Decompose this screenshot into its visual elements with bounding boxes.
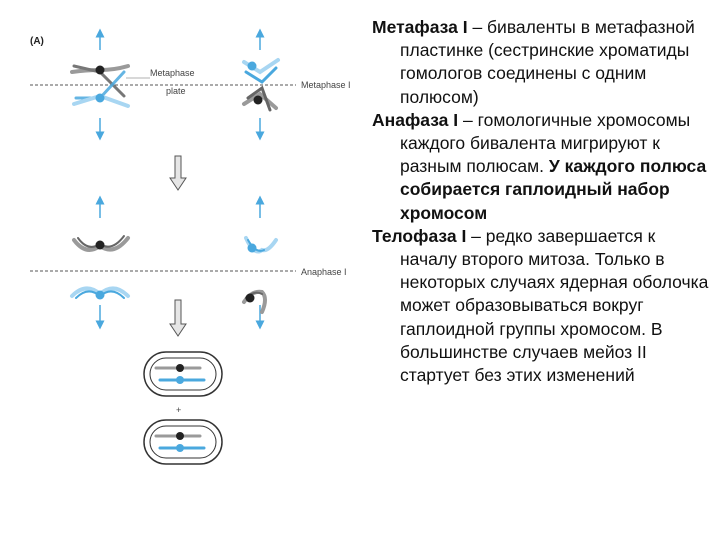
telophase-stage: + — [143, 351, 223, 465]
description-text: Метафаза I – биваленты в метафазной плас… — [372, 16, 714, 387]
anaphase-stage: Anaphase I — [30, 195, 347, 330]
metaphase-stage: Metaphase plate Metaphase I — [30, 28, 351, 141]
metaphase-plate-label-1: Metaphase — [150, 68, 195, 78]
bivalent-left — [70, 64, 130, 108]
stage-arrow — [169, 299, 187, 337]
centromere-blue — [95, 93, 105, 103]
anaphase-label: Anaphase I — [301, 267, 347, 277]
metaphase-plate-label-2: plate — [166, 86, 186, 96]
meiosis-figure: (A) Metaphase plate — [30, 28, 351, 465]
anaphase-body: – гомологичные хромосомы каждого бивален… — [400, 109, 691, 177]
metaphase-title: Метафаза I — [372, 17, 468, 37]
metaphase-label: Metaphase I — [301, 80, 351, 90]
centromere-dark — [95, 65, 105, 75]
daughter-cell-lower — [143, 419, 223, 465]
centromere-blue — [247, 61, 257, 71]
stage-arrow — [169, 155, 187, 191]
telophase-title: Телофаза I — [372, 225, 467, 246]
anaphase-paragraph: Анафаза I – гомологичные хромосомы каждо… — [372, 109, 714, 225]
anaphase-title: Анафаза I — [372, 109, 459, 130]
centromere-dark — [253, 95, 263, 105]
plus-sign: + — [176, 405, 181, 415]
metaphase-body: – биваленты в метафазной пластинке (сест… — [400, 17, 695, 107]
panel-label: (A) — [30, 36, 44, 47]
chromosome-lower-right — [242, 289, 267, 314]
chromosome-upper-right — [244, 236, 278, 254]
bivalent-right — [242, 58, 280, 112]
metaphase-paragraph: Метафаза I – биваленты в метафазной плас… — [372, 16, 714, 109]
daughter-cell-upper — [143, 351, 223, 397]
chromosome-lower-left — [70, 286, 130, 300]
anaphase-emphasis: У каждого полюса собирается гаплоидный н… — [400, 156, 707, 223]
chromosome-upper-left — [72, 235, 130, 252]
telophase-body: – редко завершается к началу второго мит… — [400, 225, 709, 386]
telophase-paragraph: Телофаза I – редко завершается к началу … — [372, 225, 714, 387]
